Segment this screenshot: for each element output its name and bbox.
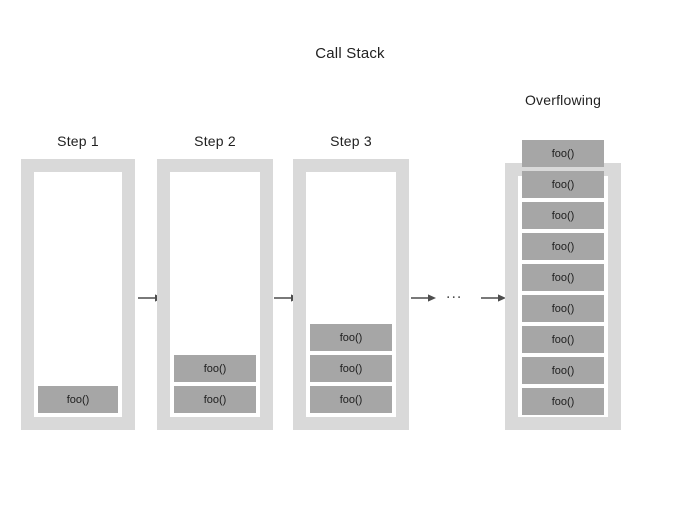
stack-frames-step-1: foo(): [38, 176, 118, 413]
stack-frames-step-2: foo() foo(): [174, 176, 256, 413]
stack-frame-inner: [34, 172, 122, 417]
stack-frame-box: foo(): [522, 202, 604, 229]
stack-frame-box: foo(): [174, 355, 256, 382]
stack-step-3: foo() foo() foo(): [293, 159, 409, 430]
stack-frame-box: foo(): [522, 388, 604, 415]
stack-frame-box: foo(): [310, 355, 392, 382]
arrow-right-icon-3: [411, 291, 437, 305]
column-title-step-1: Step 1: [57, 133, 99, 149]
stack-frame-box: foo(): [522, 140, 604, 167]
stack-frames-step-3: foo() foo() foo(): [310, 176, 392, 413]
stack-frame-box: foo(): [310, 386, 392, 413]
stack-frame-box: foo(): [522, 357, 604, 384]
column-title-step-2: Step 2: [194, 133, 236, 149]
page-title: Call Stack: [315, 45, 385, 62]
stack-step-1: foo(): [21, 159, 135, 430]
stack-frame-box: foo(): [174, 386, 256, 413]
stack-step-2: foo() foo(): [157, 159, 273, 430]
arrow-right-icon-4: [481, 291, 507, 305]
stack-frame-box: foo(): [522, 233, 604, 260]
stack-frames-overflowing: foo() foo() foo() foo() foo() foo() foo() foo()…: [522, 136, 604, 415]
ellipsis-label: ...: [446, 285, 463, 302]
stack-frame-box: foo(): [38, 386, 118, 413]
stack-frame-box: foo(): [522, 264, 604, 291]
stack-frame-box: foo(): [310, 324, 392, 351]
stack-frame-box: foo(): [522, 171, 604, 198]
stack-frame-box: foo(): [522, 295, 604, 322]
column-title-step-3: Step 3: [330, 133, 372, 149]
column-title-overflowing: Overflowing: [524, 92, 602, 108]
stack-frame-box: foo(): [522, 326, 604, 353]
